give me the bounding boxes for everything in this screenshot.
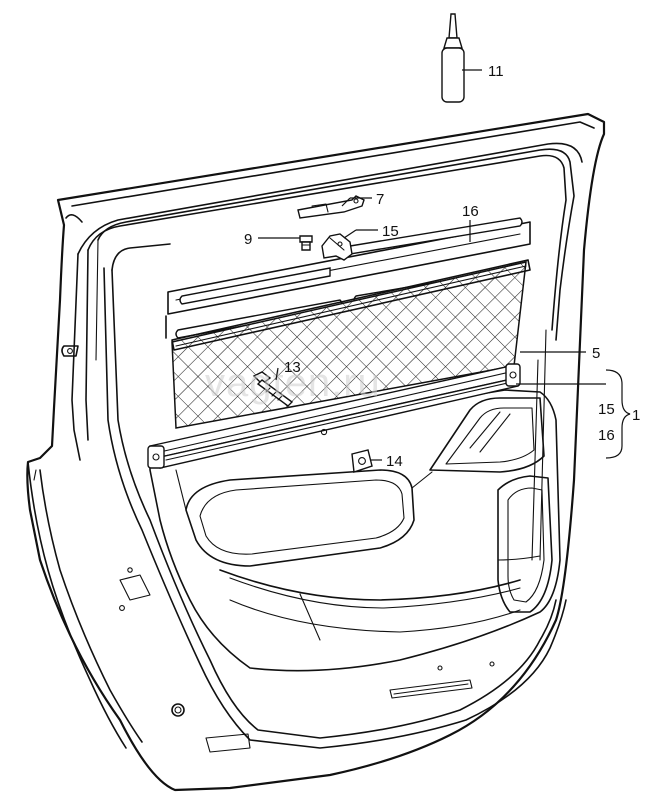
callout-labels: 11 7 16 9 15 5 13 14 15 16 1 <box>244 63 640 470</box>
door-trim-panel <box>149 389 561 672</box>
callout-15-group: 15 <box>598 401 615 418</box>
callout-16-top: 16 <box>462 203 479 220</box>
bracket-part <box>297 195 365 219</box>
screw-part <box>299 235 313 251</box>
callout-1: 1 <box>632 407 640 424</box>
callout-11: 11 <box>488 63 504 80</box>
lower-rail <box>147 363 521 469</box>
callout-9: 9 <box>244 231 252 248</box>
retainer-clip <box>351 449 373 473</box>
callout-15-top: 15 <box>382 223 399 240</box>
callout-16-group: 16 <box>598 427 615 444</box>
callout-13: 13 <box>284 359 301 376</box>
clip-part <box>321 233 353 261</box>
watermark-text: vagten.ru <box>205 361 381 405</box>
bolt-part <box>252 371 294 407</box>
door-shell <box>26 112 606 792</box>
callout-14: 14 <box>386 453 403 470</box>
callout-7: 7 <box>376 191 384 208</box>
leader-lines <box>258 69 631 461</box>
sealant-bottle <box>441 13 465 103</box>
callout-5: 5 <box>592 345 600 362</box>
